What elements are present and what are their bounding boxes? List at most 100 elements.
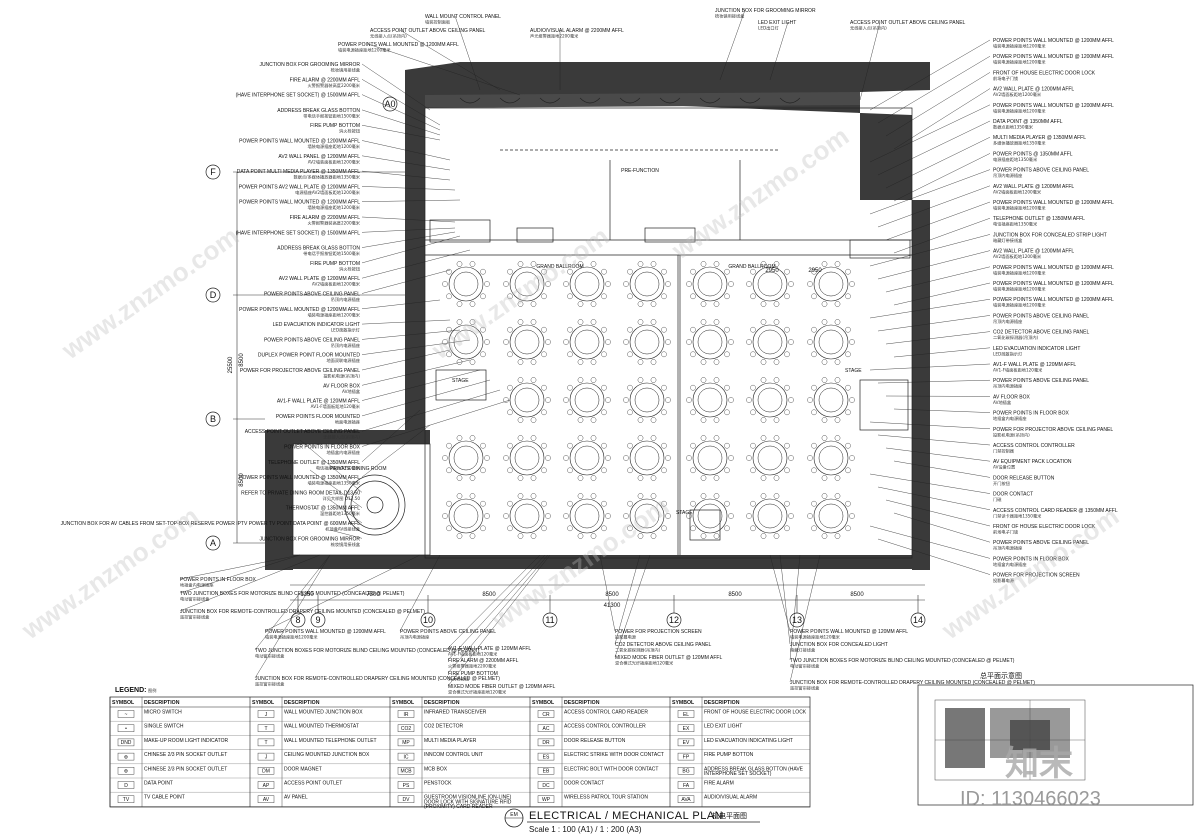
leader-line (877, 250, 991, 280)
leader-line (869, 234, 991, 267)
mini-site-plan: 总平面示意图 知末 (917, 671, 1194, 806)
callout-label-cn: 吊顶内电源插座 (993, 383, 1022, 390)
legend-symbol: WP (542, 797, 551, 803)
callout-label: JUNCTION BOX FOR GROOMING MIRROR (259, 536, 360, 542)
leader-line (361, 399, 511, 447)
legend-description: INFRARED TRANSCEIVER (424, 710, 487, 716)
dim-bottom-2: 8500 (482, 592, 496, 598)
callout-label: DATA POINT MULTI MEDIA PLAYER @ 1350MM A… (237, 169, 360, 175)
banquet-table (623, 435, 671, 481)
banquet-table (746, 319, 794, 365)
callout-label: ACCESS POINT OUTLET ABOVE CEILING PANEL (850, 20, 966, 26)
callout-label: WALL MOUNT CONTROL PANEL (425, 14, 501, 20)
callout-label-cn: AV地插盒 (342, 388, 361, 395)
callout-label: POWER POINTS WALL MOUNTED @ 1200MM AFFL (993, 281, 1114, 287)
callout-label: LED EVACUATION INDICATOR LIGHT (993, 346, 1080, 352)
callout: ACCESS POINT OUTLET ABOVE CEILING PANEL无… (370, 28, 501, 91)
leader-line (361, 409, 421, 462)
grid-label-B: B (210, 414, 216, 424)
callout-label-cn: AV地插盒 (993, 399, 1012, 406)
legend-description: MICRO SWITCH (144, 710, 182, 716)
legend-description: DOOR CONTACT (564, 781, 604, 787)
callout-label: POWER POINTS WALL MOUNTED @ 1200MM AFFL (265, 629, 386, 635)
legend-symbol-box (117, 710, 135, 718)
callout-label: LED EXIT LIGHT (758, 20, 796, 26)
callout: CO2 DETECTOR ABOVE CEILING PANEL二氧化碳探测器(… (614, 554, 711, 654)
legend-header-symbol: SYMBOL (392, 700, 415, 706)
leader-line (614, 554, 651, 658)
legend-description: ACCESS CONTROL CARD READER (564, 710, 648, 716)
legend-header-description: DESCRIPTION (284, 700, 320, 706)
callout-label-cn: 机顶盒AV线接线盒 (325, 526, 361, 533)
legend-description: ACCESS CONTROL CONTROLLER (564, 724, 646, 730)
callout-label-cn: 地插盒内电源插座 (326, 449, 360, 456)
leader-line (869, 39, 991, 111)
callout: AUDIO/VISUAL ALARM @ 2200MM AFFL声光报警器距地2… (530, 28, 624, 90)
leader-line (254, 554, 331, 651)
callout-label-cn: LED疏散指示灯 (993, 350, 1023, 357)
callout: POWER POINTS WALL MOUNTED @ 1200MM AFFL墙… (885, 200, 1114, 241)
leader-line (885, 201, 991, 241)
callout-label: FIRE PUMP BOTTOM (448, 671, 498, 677)
callout-label-cn: 吊顶内电源插座 (993, 545, 1022, 552)
callouts-left: JUNCTION BOX FOR GROOMING MIRROR梳妆镜用接线盒F… (61, 62, 511, 548)
banquet-table (746, 435, 794, 481)
callout-label-cn: 吊顶内电源插座 (331, 342, 360, 349)
callout-label-cn: 火警报警器装高度2200毫米 (307, 220, 360, 227)
leader-line (361, 269, 451, 294)
banquet-table (686, 435, 734, 481)
callout: AV2 WALL PLATE @ 1200MM AFFLAV2墙面板距地1200… (279, 249, 471, 288)
callout: ADDRESS BREAK GLASS BOTTON带电话手报按钮距地1500毫… (277, 108, 441, 136)
leader-line (893, 512, 991, 543)
legend-description: MULTI MEDIA PLAYER (424, 738, 477, 744)
legend-symbol-box (117, 724, 135, 732)
callout-label-cn: 消火栓按钮 (339, 128, 360, 135)
callout-label-cn: 墙装电源插座距地1200毫米 (993, 205, 1046, 212)
callout-label: POWER FOR PROJECTION SCREEN (993, 573, 1080, 579)
leader-line (361, 349, 451, 371)
leader-line (869, 525, 991, 559)
callout-label-cn: LED出口灯 (758, 25, 780, 32)
legend-symbol-box (537, 738, 555, 747)
legend-symbol-box (397, 738, 415, 747)
legend-description: TV CABLE POINT (144, 795, 185, 801)
callout-label-cn: 数据点距地1350毫米 (993, 124, 1034, 131)
callout-label: LED EVACUATION INDICATOR LIGHT (273, 322, 360, 328)
callout-label-cn: 梳妆镜用接线盒 (715, 13, 745, 20)
callout-label-cn: 消火栓按钮 (339, 265, 360, 272)
callout-label-cn: 地面双联电源插座 (326, 357, 360, 364)
callout: POWER POINTS WALL MOUNTED @ 1350MM AFFL墙… (239, 424, 431, 487)
legend-header-description: DESCRIPTION (424, 700, 460, 706)
callout: JUNCTION BOX FOR CONCEALED STRIP LIGHT暗藏… (869, 232, 1107, 267)
leader-line (361, 231, 456, 248)
callout-label-cn: 带电话手报按钮距地1500毫米 (303, 250, 361, 257)
grid-label-12: 12 (669, 615, 679, 625)
callout-label-cn: 带电话手报按钮距地1500毫米 (303, 112, 361, 119)
callout-label-cn: 吊顶内电源插座 (993, 172, 1022, 179)
callout-label: POWER POINTS WALL MOUNTED @ 1200MM AFFL (993, 103, 1114, 109)
dim-bottom-5: 8500 (850, 592, 864, 598)
legend-symbol: AP (263, 783, 270, 789)
leader-line (361, 94, 441, 131)
legend-title-cn: 图例 (148, 687, 156, 694)
lounge-chair (499, 97, 521, 104)
callout-label: JUNCTION BOX FOR GROOMING MIRROR (715, 8, 816, 14)
callout: POWER POINTS WALL MOUNTED @ 1200MM AFFL墙… (239, 200, 461, 211)
callout-label-cn: 墙装电源插座距地1200毫米 (307, 204, 360, 211)
dim-left-total: 25500 (228, 356, 234, 373)
legend-symbol: IR (404, 712, 409, 718)
legend-symbol: DR (542, 740, 550, 746)
callout-label: POWER POINTS IN FLOOR BOX (993, 556, 1070, 562)
leader-line (179, 554, 321, 612)
legend-symbol-box (257, 767, 275, 775)
callout-label: MULTI MEDIA PLAYER @ 1350MM AFFL (993, 135, 1086, 141)
callout: POWER POINTS WALL MOUNTED @ 1200MM AFFL墙… (338, 42, 521, 96)
callout-label: JUNCTION BOX FOR REMOTE-CONTROLLED DRAPE… (790, 680, 1035, 686)
callout-label: (HAVE INTERPHONE SET SOCKET) @ 1500MM AF… (236, 93, 361, 99)
room-stage-south: STAGE (676, 510, 693, 516)
